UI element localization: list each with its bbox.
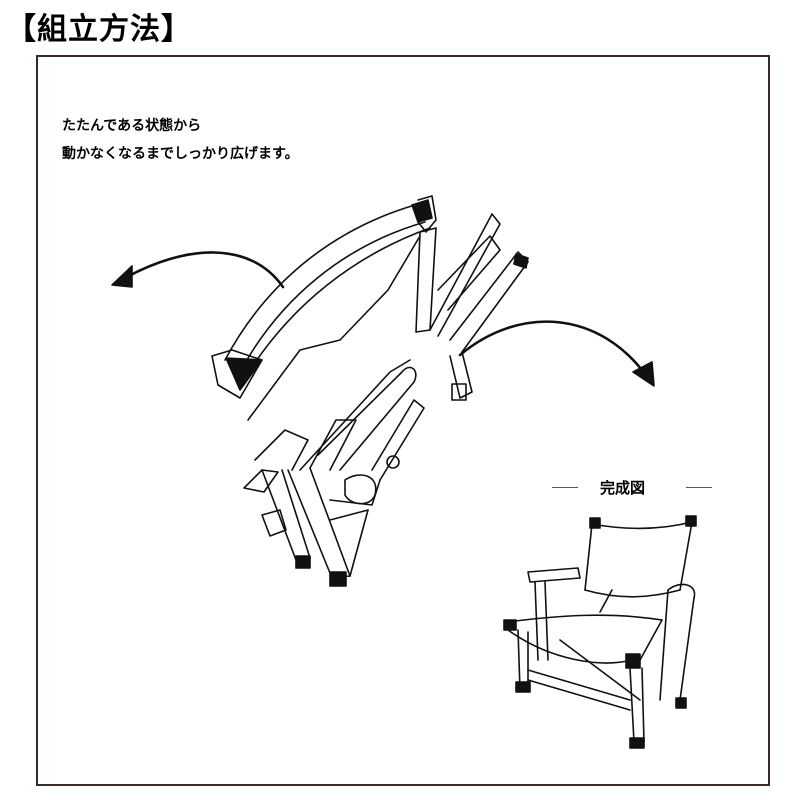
folded-chair-illustration <box>211 195 529 587</box>
page-title: 【組立方法】 <box>6 12 192 47</box>
completed-caption: 完成図 <box>552 476 712 498</box>
curved-arrow-right-icon <box>458 320 655 387</box>
caption-rule-right <box>686 487 712 488</box>
instruction-text: たたんである状態から 動かなくなるまでしっかり広げます。 <box>62 112 299 168</box>
curved-arrow-left-icon <box>111 251 285 289</box>
completed-label: 完成図 <box>600 479 646 497</box>
diagram-frame <box>36 55 770 786</box>
instruction-line-1: たたんである状態から <box>62 118 202 134</box>
caption-rule-left <box>552 487 578 488</box>
instruction-line-2: 動かなくなるまでしっかり広げます。 <box>62 146 299 162</box>
completed-chair-illustration <box>503 515 697 749</box>
